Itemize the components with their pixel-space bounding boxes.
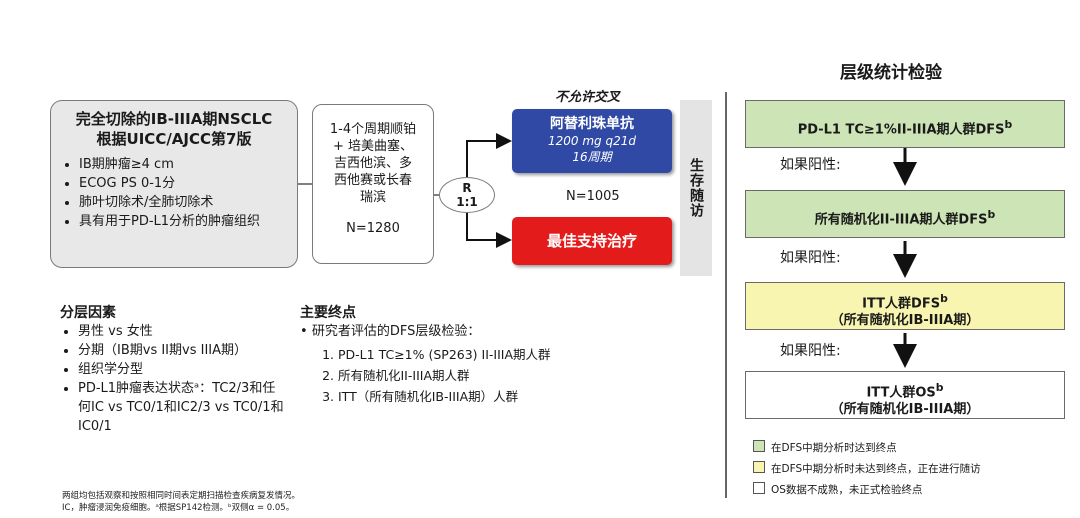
test-box-1-text: PD-L1 TC≥1%II-IIIA期人群DFS: [797, 122, 1005, 138]
test-box-3-text: ITT人群DFS: [862, 296, 941, 312]
randomization-ratio: 1:1: [456, 195, 478, 209]
panel-divider: [725, 92, 727, 498]
stratification-item: 男性 vs 女性: [78, 322, 286, 341]
arm1-dose: 1200 mg q21d: [548, 134, 636, 148]
randomized-n: N=1005: [566, 189, 620, 204]
endpoint-lead-text: 研究者评估的DFS层级检验：: [311, 324, 481, 339]
stratification-title: 分层因素: [60, 305, 116, 321]
test-box-1: PD-L1 TC≥1%II-IIIA期人群DFSb: [745, 100, 1065, 148]
legend-item-met: 在DFS中期分析时达到终点: [753, 440, 897, 455]
arrow-to-arm1: [466, 133, 512, 177]
arm1-name: 阿替利珠单抗: [550, 116, 634, 132]
regimen-line: 1-4个周期顺铂: [329, 122, 417, 137]
randomization-r: R: [462, 181, 472, 195]
regimen-line: 西他赛或长春: [333, 173, 412, 188]
eligibility-item: 肺叶切除术/全肺切除术: [79, 193, 287, 212]
endpoint-item: 所有随机化II-IIIA期人群: [338, 365, 551, 386]
test-box-2-sup: b: [987, 208, 996, 221]
test-box-4: ITT人群OSb （所有随机化IB-IIIA期）: [745, 371, 1065, 419]
stratification-item: PD-L1肿瘤表达状态ᵃ：TC2/3和任何IC vs TC0/1和IC2/3 v…: [78, 379, 286, 436]
regimen-line: 吉西他滨、多: [333, 156, 412, 171]
endpoint-title: 主要终点: [300, 305, 356, 321]
footnote-line2: IC，肿瘤浸润免疫细胞。ᵃ根据SP142检测。ᵇ双侧α = 0.05。: [62, 503, 295, 513]
test-box-3: ITT人群DFSb （所有随机化IB-IIIA期）: [745, 282, 1065, 330]
if-positive-1: 如果阳性:: [780, 157, 841, 173]
footnote-line1: 两组均包括观察和按照相同时间表定期扫描检查疾病复发情况。: [62, 491, 301, 501]
arrow-to-arm2: [466, 213, 512, 248]
survival-followup-bar: 生存随访: [680, 100, 712, 276]
test-box-3-sup: b: [940, 292, 948, 305]
regimen-line: + 培美曲塞、: [332, 139, 414, 154]
legend-label: 在DFS中期分析时达到终点: [771, 442, 897, 454]
stratification-list: 男性 vs 女性 分期（IB期vs II期vs IIIA期） 组织学分型 PD-…: [56, 322, 286, 436]
arm1-duration: 16周期: [572, 150, 612, 164]
eligibility-title-line1: 完全切除的IB-IIIA期NSCLC: [75, 110, 273, 128]
bsc-arm-box: 最佳支持治疗: [512, 217, 672, 265]
legend-swatch-yellow: [753, 461, 765, 473]
if-positive-2: 如果阳性:: [780, 250, 841, 266]
if-positive-3: 如果阳性:: [780, 343, 841, 359]
endpoint-lead: • 研究者评估的DFS层级检验：: [300, 324, 481, 339]
stratification-item: 分期（IB期vs II期vs IIIA期）: [78, 341, 286, 360]
legend-swatch-white: [753, 482, 765, 494]
footnote: 两组均包括观察和按照相同时间表定期扫描检查疾病复发情况。 IC，肿瘤浸润免疫细胞…: [62, 490, 300, 514]
test-box-4-sup: b: [935, 381, 944, 394]
legend-item-immature: OS数据不成熟，未正式检验终点: [753, 482, 922, 497]
test-box-4-text: ITT人群OS: [866, 385, 936, 401]
regimen-line: 瑞滨: [359, 190, 386, 205]
test-box-1-sup: b: [1004, 118, 1013, 131]
atezolizumab-arm-box: 阿替利珠单抗 1200 mg q21d 16周期: [512, 109, 672, 173]
stratification-item: 组织学分型: [78, 360, 286, 379]
eligibility-item: 具有用于PD-L1分析的肿瘤组织: [79, 212, 287, 231]
endpoint-list: PD-L1 TC≥1% (SP263) II-IIIA期人群 所有随机化II-I…: [320, 344, 551, 407]
legend-swatch-green: [753, 440, 765, 452]
test-box-4-sub: （所有随机化IB-IIIA期）: [830, 402, 980, 418]
eligibility-title-line2: 根据UICC/AJCC第7版: [96, 130, 252, 148]
eligibility-item: ECOG PS 0-1分: [79, 174, 287, 193]
legend-label: OS数据不成熟，未正式检验终点: [771, 484, 923, 496]
legend-label: 在DFS中期分析时未达到终点，正在进行随访: [771, 463, 981, 475]
randomization-oval: R 1:1: [439, 177, 495, 213]
hierarchy-title: 层级统计检验: [840, 63, 942, 83]
test-box-3-sub: （所有随机化IB-IIIA期）: [830, 313, 980, 329]
eligibility-box: 完全切除的IB-IIIA期NSCLC 根据UICC/AJCC第7版 IB期肿瘤≥…: [50, 100, 298, 268]
no-crossover-label: 不允许交叉: [555, 90, 621, 105]
eligibility-item: IB期肿瘤≥4 cm: [79, 155, 287, 174]
chemo-regimen-box: 1-4个周期顺铂 + 培美曲塞、 吉西他滨、多 西他赛或长春 瑞滨 N=1280: [312, 104, 434, 264]
eligibility-list: IB期肿瘤≥4 cm ECOG PS 0-1分 肺叶切除术/全肺切除术 具有用于…: [61, 155, 287, 231]
regimen-n: N=1280: [346, 221, 400, 236]
legend-item-not-met: 在DFS中期分析时未达到终点，正在进行随访: [753, 461, 981, 476]
test-box-2-text: 所有随机化II-IIIA期人群DFS: [814, 212, 988, 228]
test-box-2: 所有随机化II-IIIA期人群DFSb: [745, 190, 1065, 238]
endpoint-item: ITT（所有随机化IB-IIIA期）人群: [338, 386, 551, 407]
endpoint-item: PD-L1 TC≥1% (SP263) II-IIIA期人群: [338, 344, 551, 365]
